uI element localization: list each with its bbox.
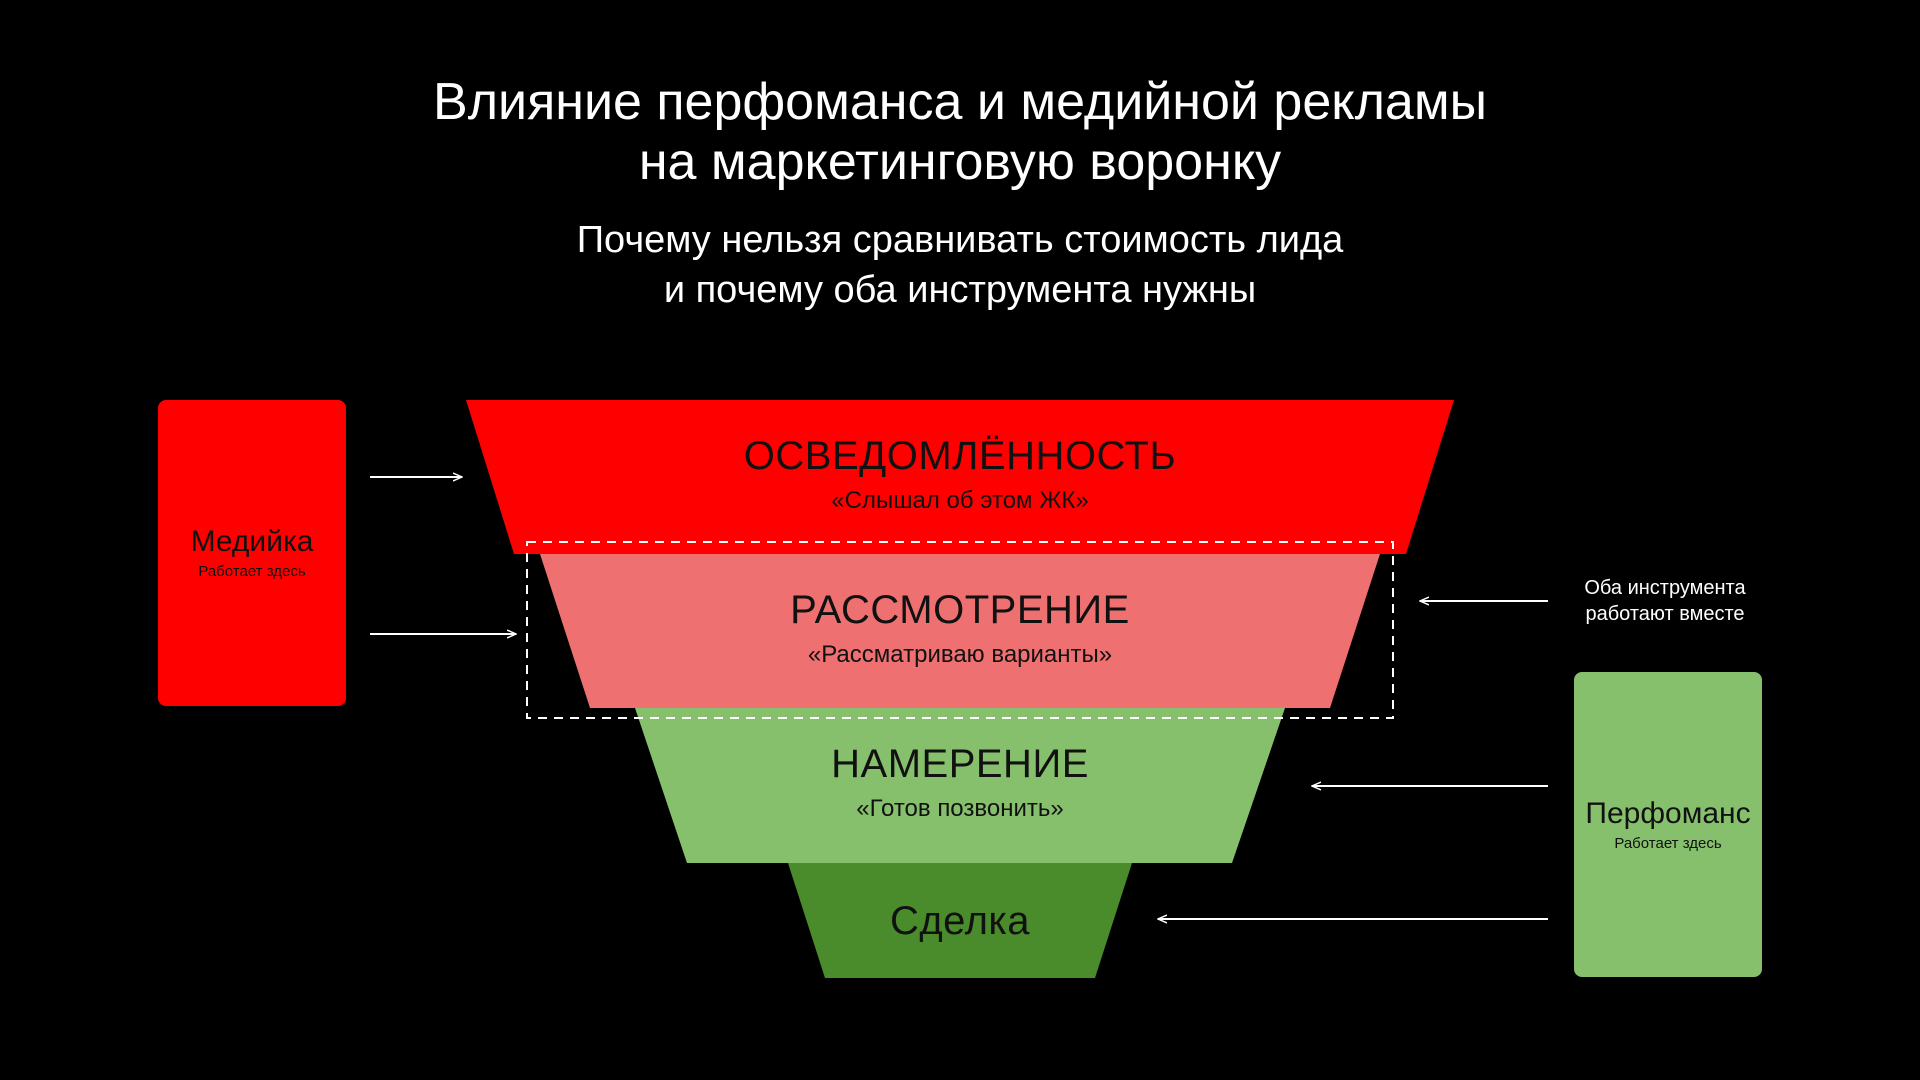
- stage-quote: «Готов позвонить»: [856, 795, 1064, 822]
- subtitle-line-2: и почему оба инструмента нужны: [663, 269, 1257, 311]
- funnel-stage-awareness: ОСВЕДОМЛЁННОСТЬ «Слышал об этом ЖК»: [560, 432, 1360, 516]
- title-line-1: Влияние перфоманса и медийной рекламы: [433, 73, 1487, 131]
- funnel-stage-deal: Сделка: [560, 897, 1360, 945]
- funnel-stage-awareness-shape: [466, 400, 1454, 554]
- combined-zone-dashed-frame: [526, 541, 1394, 719]
- funnel-stage-intent-shape: [635, 708, 1285, 863]
- performance-box: Перфоманс Работает здесь: [1574, 672, 1762, 977]
- media-label: Медийка: [190, 525, 314, 558]
- subtitle-line-1: Почему нельзя сравнивать стоимость лида: [576, 219, 1344, 261]
- stage-name: Сделка: [889, 899, 1031, 943]
- page-subtitle: Почему нельзя сравнивать стоимость лида …: [0, 215, 1920, 315]
- page-title: Влияние перфоманса и медийной рекламы на…: [0, 72, 1920, 192]
- stage-name: РАССМОТРЕНИЕ: [790, 588, 1130, 632]
- both-note-line-2: работают вместе: [1585, 603, 1745, 625]
- performance-note: Работает здесь: [1614, 834, 1722, 852]
- stage-quote: «Слышал об этом ЖК»: [831, 487, 1089, 514]
- title-line-2: на маркетинговую воронку: [638, 133, 1282, 191]
- stage-name: НАМЕРЕНИЕ: [831, 742, 1089, 786]
- both-tools-note: Оба инструмента работают вместе: [1560, 575, 1770, 627]
- both-note-line-1: Оба инструмента: [1584, 577, 1746, 599]
- media-note: Работает здесь: [198, 563, 306, 580]
- funnel-stage-consideration: РАССМОТРЕНИЕ «Рассматриваю варианты»: [560, 586, 1360, 670]
- funnel-stage-consideration-shape: [540, 554, 1380, 708]
- funnel-stage-intent: НАМЕРЕНИЕ «Готов позвонить»: [560, 740, 1360, 824]
- media-box: Медийка Работает здесь: [158, 400, 346, 706]
- funnel-stage-deal-shape: [788, 863, 1132, 978]
- stage-name: ОСВЕДОМЛЁННОСТЬ: [743, 434, 1177, 478]
- stage-quote: «Рассматриваю варианты»: [807, 641, 1113, 668]
- performance-label: Перфоманс: [1585, 796, 1751, 830]
